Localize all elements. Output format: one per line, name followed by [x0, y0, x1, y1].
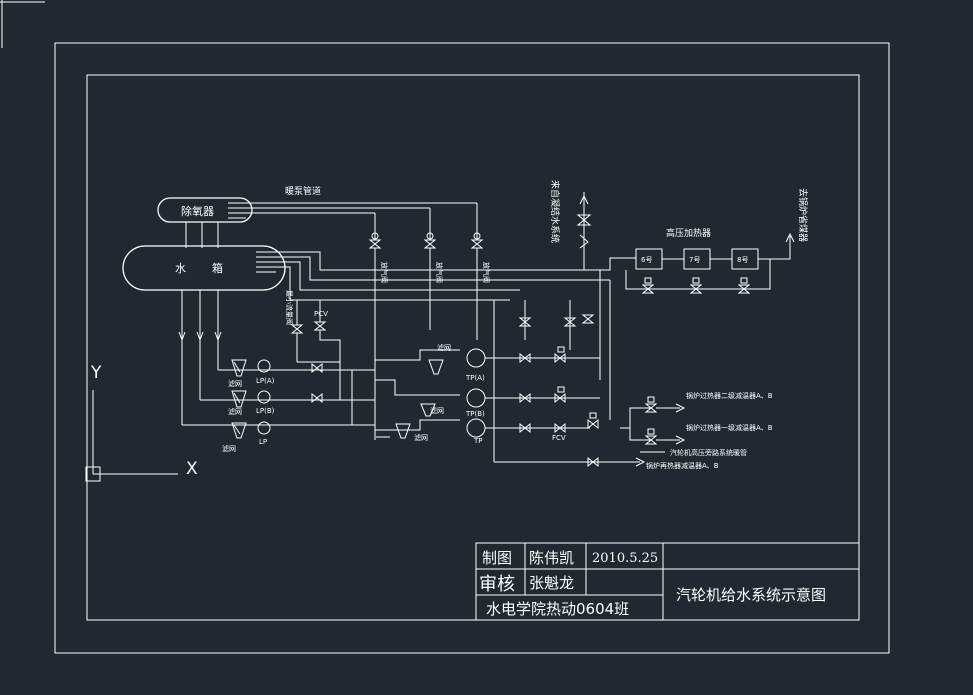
lp-pump-a-icon [257, 359, 271, 373]
vent-valve-3: 放气阀 [470, 232, 491, 340]
hp-heater-7: 7号 [683, 248, 711, 270]
labels-tp-a: TP(A) [465, 374, 485, 382]
drawing-date: 2010.5.25 [592, 551, 658, 566]
vent-valve-1: 放气阀 [368, 232, 389, 320]
water-tank-label-right: 箱 [212, 261, 223, 275]
cad-corner-marker [0, 0, 45, 48]
sh2-desuperheater-label: 锅炉过热器二级减温器A、B [686, 391, 773, 400]
labels-filter: 滤网 [222, 444, 236, 453]
tank-nozzles-icon [256, 251, 276, 273]
filter-icon [395, 423, 411, 439]
labels-vent-valve: 放气阀 [435, 262, 444, 283]
deaerator-nozzles-icon [228, 202, 246, 219]
labels-heater-6: 6号 [641, 256, 652, 264]
hp-heater-6: 6号 [635, 248, 663, 270]
labels-vent-valve: 放气阀 [482, 262, 491, 283]
hp-heater-title: 高压加热器 [666, 227, 711, 239]
deaerator-tank: 除氧器 [157, 197, 253, 223]
water-tank-label-left: 水 [175, 262, 186, 275]
labels-filter: 滤网 [228, 407, 242, 416]
organization-label: 水电学院热动0604班 [486, 600, 629, 618]
labels-lp-b: LP(B) [256, 407, 275, 415]
filter-icon [231, 422, 247, 439]
axis-x-label: X [186, 459, 198, 479]
tp-pump-a-icon [466, 348, 486, 368]
filter-icon [231, 390, 247, 408]
tank-header-lines [276, 251, 611, 420]
tp-pump-b-icon [466, 388, 486, 408]
drawing-title: 汽轮机给水系统示意图 [676, 586, 826, 604]
drawn-by-label: 制图 [482, 549, 512, 567]
filter-icon [428, 359, 444, 375]
labels-heater-7: 7号 [689, 256, 700, 264]
pcv-valve [313, 300, 341, 362]
warmup-pipe-lines [246, 202, 478, 240]
title-block [475, 542, 860, 621]
inner-frame [86, 74, 860, 621]
filter-icon [231, 359, 247, 377]
hp-heater-lines [625, 232, 795, 294]
checked-by-name: 张魁龙 [529, 574, 574, 592]
labels-tp-b: TP(B) [465, 410, 485, 418]
labels-lp: LP [259, 438, 267, 446]
deaerator-label: 除氧器 [181, 204, 214, 218]
sh1-desuperheater-label: 锅炉过热器一级减温器A、B [686, 423, 773, 432]
labels-filter: 滤网 [228, 379, 242, 388]
water-tank: 水 箱 [122, 245, 286, 291]
outer-frame [54, 42, 890, 654]
filter-icon [420, 403, 436, 417]
pcv-label: PCV [314, 310, 328, 318]
min-flow-valve [290, 300, 304, 362]
labels-filter: 滤网 [437, 343, 451, 352]
tp-pump-area: 滤网 滤网 滤网 TP(A) TP(B) TP FCV [374, 300, 640, 463]
hp-bypass-label: 汽轮机高压旁路系统暖管 [670, 448, 747, 457]
ucs-axis-icon: Y X [85, 363, 198, 482]
min-flow-valve-label: 最小流量阀 [285, 290, 294, 325]
labels-tp: TP [473, 437, 483, 445]
to-economizer-label: 去锅炉省煤器 [797, 188, 809, 242]
labels-vent-valve: 放气阀 [380, 262, 389, 283]
lp-pump-row: 滤网 LP(A) 滤网 LP(B) 滤网 LP [182, 359, 375, 453]
vent-valve-2: 放气阀 [423, 232, 444, 330]
axis-y-label: Y [90, 363, 102, 383]
tank-outlets [178, 290, 222, 425]
drawn-by-name: 陈伟凯 [529, 549, 574, 567]
lp-pump-icon [257, 421, 271, 435]
labels-lp-a: LP(A) [256, 377, 275, 385]
labels-heater-8: 8号 [737, 256, 748, 264]
labels-fcv: FCV [552, 434, 566, 442]
lp-pump-b-icon [257, 390, 271, 404]
tp-pump-icon [466, 418, 486, 438]
desuperheater-branches [587, 396, 686, 468]
condensate-source-line [576, 192, 636, 271]
warmup-pipe-label: 暖泵管道 [285, 185, 321, 197]
labels-filter: 滤网 [430, 406, 444, 415]
hp-heater-8: 8号 [731, 248, 759, 270]
labels-filter: 滤网 [414, 433, 428, 442]
condensate-source-label: 来自凝结水系统 [549, 180, 561, 243]
reheater-desuperheater-label: 锅炉再热器减温器A、B [646, 461, 719, 470]
checked-by-label: 审核 [479, 574, 515, 595]
